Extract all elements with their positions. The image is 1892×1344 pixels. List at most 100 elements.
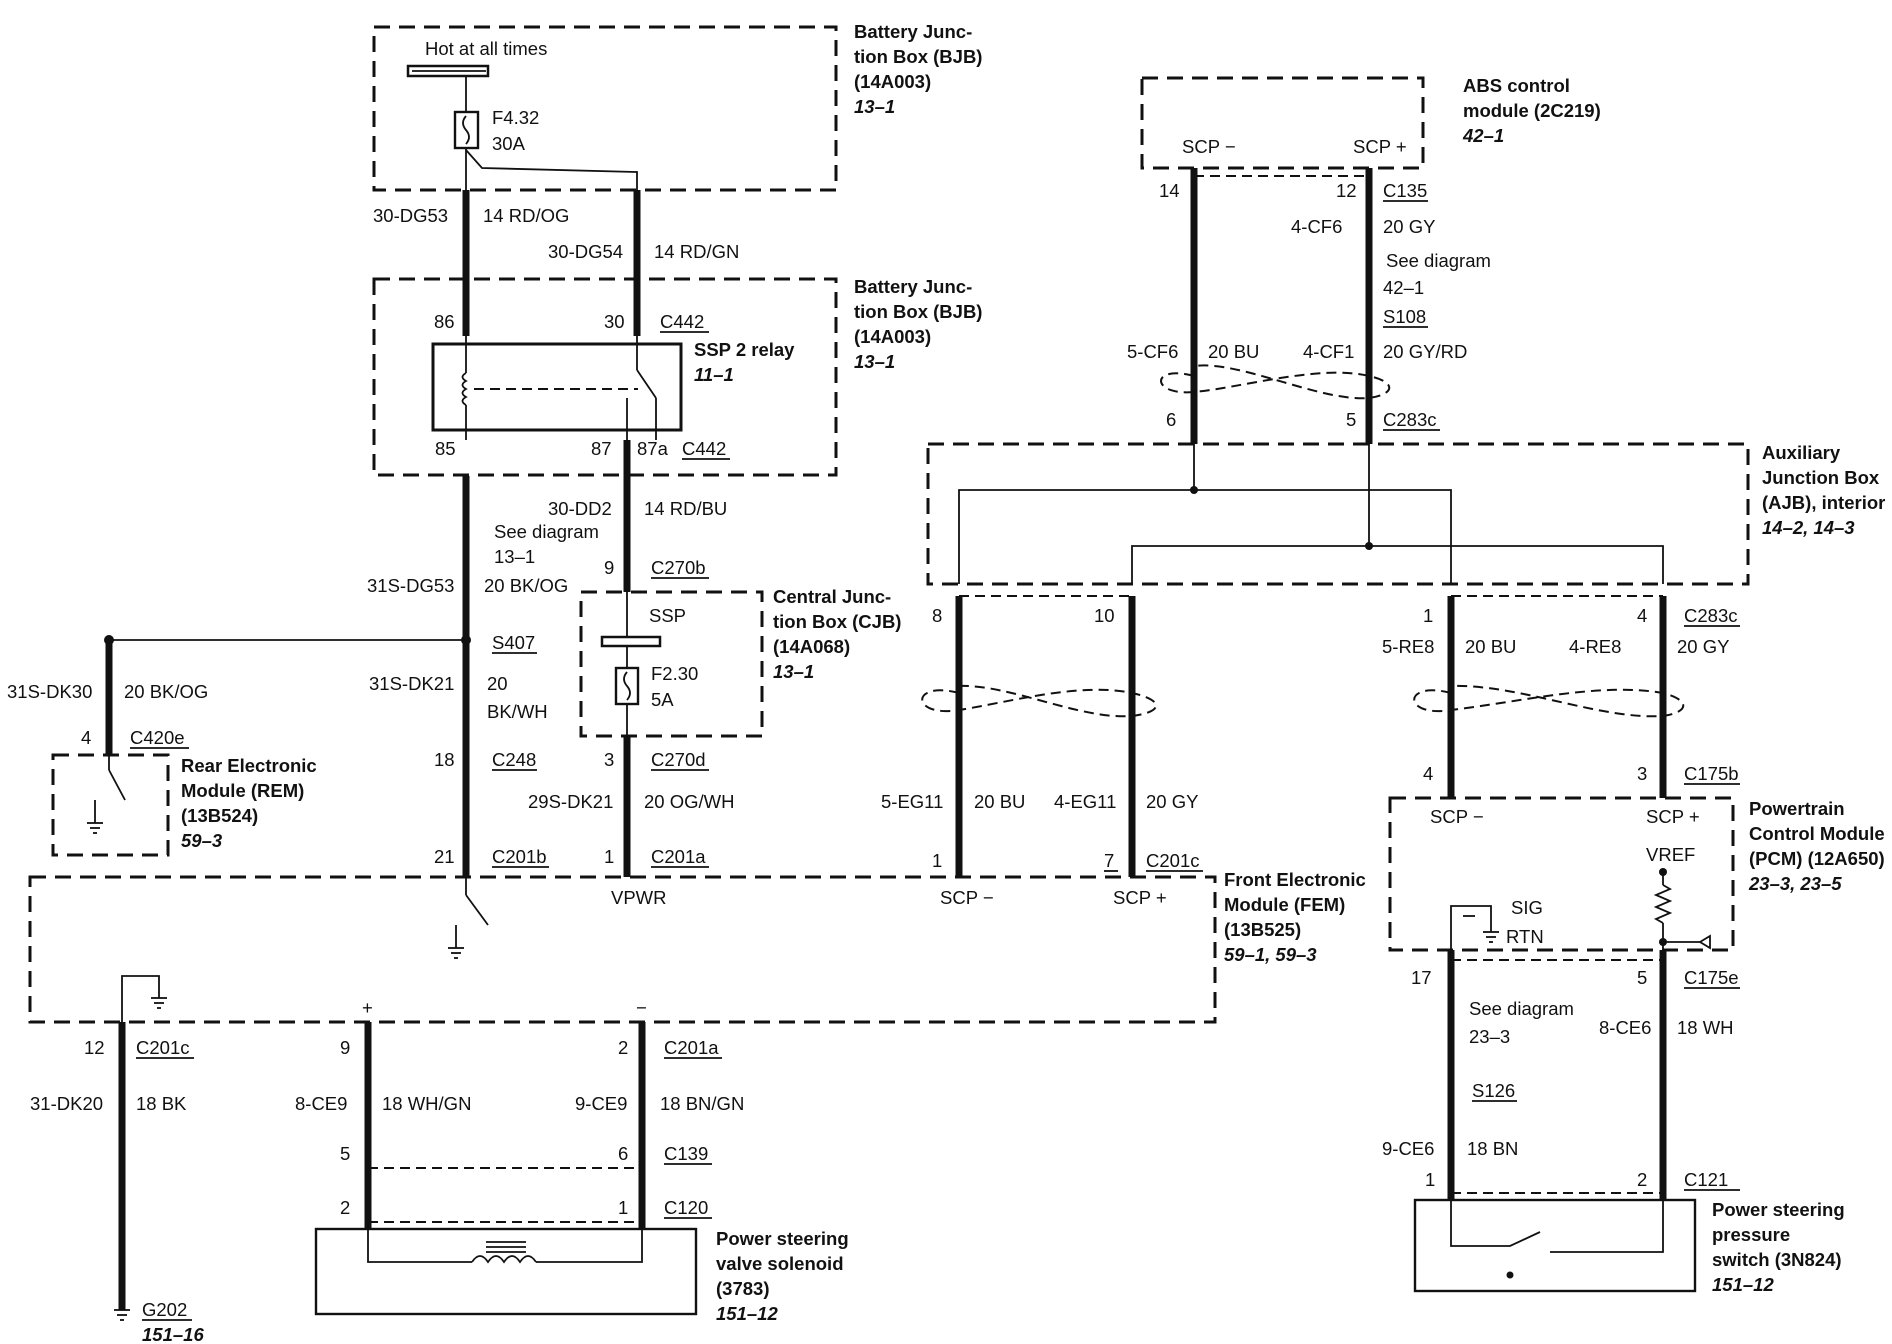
svg-text:C139: C139 <box>664 1143 708 1164</box>
svg-text:SCP +: SCP + <box>1113 887 1167 908</box>
svg-text:20 GY: 20 GY <box>1677 636 1729 657</box>
svg-text:14 RD/BU: 14 RD/BU <box>644 498 727 519</box>
svg-text:5: 5 <box>1637 967 1647 988</box>
svg-text:See diagram: See diagram <box>1469 998 1574 1019</box>
svg-text:3: 3 <box>1637 763 1647 784</box>
pcm-name-line: (PCM) (12A650) <box>1749 848 1885 869</box>
svg-text:9-CE6: 9-CE6 <box>1382 1138 1434 1159</box>
fem-box <box>28 875 1217 1024</box>
svg-text:1: 1 <box>618 1197 628 1218</box>
svg-text:20 BK/OG: 20 BK/OG <box>484 575 568 596</box>
fuse-f432-label: F4.32 <box>492 107 539 128</box>
svg-text:C283c: C283c <box>1684 605 1737 626</box>
svg-text:VREF: VREF <box>1646 844 1695 865</box>
svg-text:1: 1 <box>604 846 614 867</box>
svg-text:5: 5 <box>1346 409 1356 430</box>
svg-text:1: 1 <box>1423 605 1433 626</box>
svg-text:9: 9 <box>604 557 614 578</box>
abs-box <box>1140 76 1425 170</box>
svg-text:S108: S108 <box>1383 306 1426 327</box>
svg-text:RTN: RTN <box>1506 926 1544 947</box>
svg-text:4-CF1: 4-CF1 <box>1303 341 1354 362</box>
fem-name-line: (13B525) <box>1224 919 1301 940</box>
svg-text:12: 12 <box>1336 180 1357 201</box>
svg-text:9: 9 <box>340 1037 350 1058</box>
bjb-top-name-line: Battery Junc- <box>854 21 972 42</box>
svg-text:1: 1 <box>932 850 942 871</box>
svg-text:C201a: C201a <box>651 846 706 867</box>
svg-text:20 GY: 20 GY <box>1383 216 1435 237</box>
svg-text:18 BN: 18 BN <box>1467 1138 1518 1159</box>
svg-text:C175e: C175e <box>1684 967 1739 988</box>
svg-text:20 BU: 20 BU <box>1208 341 1259 362</box>
svg-text:C442: C442 <box>682 438 726 459</box>
svg-text:87a: 87a <box>637 438 669 459</box>
svg-text:C270b: C270b <box>651 557 706 578</box>
svg-text:C442: C442 <box>660 311 704 332</box>
svg-text:2: 2 <box>340 1197 350 1218</box>
svg-text:18 BN/GN: 18 BN/GN <box>660 1093 744 1114</box>
svg-text:7: 7 <box>1104 850 1114 871</box>
psp-name-line: pressure <box>1712 1224 1790 1245</box>
svg-text:C248: C248 <box>492 749 536 770</box>
fem-name-line: Front Electronic <box>1224 869 1366 890</box>
svg-text:C120: C120 <box>664 1197 708 1218</box>
svg-text:12: 12 <box>84 1037 105 1058</box>
svg-text:20 GY: 20 GY <box>1146 791 1198 812</box>
svg-text:5A: 5A <box>651 689 674 710</box>
svg-text:8-CE9: 8-CE9 <box>295 1093 347 1114</box>
psp-name-line: Power steering <box>1712 1199 1845 1220</box>
svg-text:SSP 2 relay: SSP 2 relay <box>694 339 795 360</box>
svg-text:31S-DG53: 31S-DG53 <box>367 575 454 596</box>
svg-text:85: 85 <box>435 438 456 459</box>
svg-text:23–3, 23–5: 23–3, 23–5 <box>1748 873 1842 894</box>
svg-text:4-RE8: 4-RE8 <box>1569 636 1621 657</box>
svg-text:14: 14 <box>1159 180 1180 201</box>
pcm-box <box>1388 796 1735 952</box>
svg-text:42–1: 42–1 <box>1383 277 1424 298</box>
rem-name-line: Rear Electronic <box>181 755 317 776</box>
svg-text:BK/WH: BK/WH <box>487 701 548 722</box>
svg-text:SCP −: SCP − <box>940 887 994 908</box>
svg-text:S126: S126 <box>1472 1080 1515 1101</box>
svg-text:F2.30: F2.30 <box>651 663 698 684</box>
svg-text:SSP: SSP <box>649 605 686 626</box>
ajb-name-line: (AJB), interior <box>1762 492 1885 513</box>
svg-text:18 BK: 18 BK <box>136 1093 187 1114</box>
ajb-name-line: Junction Box <box>1762 467 1880 488</box>
svg-text:C270d: C270d <box>651 749 706 770</box>
svg-text:9-CE9: 9-CE9 <box>575 1093 627 1114</box>
svg-text:See diagram: See diagram <box>494 521 599 542</box>
psv-name-line: Power steering <box>716 1228 849 1249</box>
cjb-name-line: tion Box (CJB) <box>773 611 901 632</box>
svg-text:59–1, 59–3: 59–1, 59–3 <box>1224 944 1317 965</box>
cjb-name-line: Central Junc- <box>773 586 891 607</box>
svg-text:31S-DK30: 31S-DK30 <box>7 681 92 702</box>
svg-text:29S-DK21: 29S-DK21 <box>528 791 613 812</box>
svg-text:30-DG54: 30-DG54 <box>548 241 623 262</box>
svg-text:C201a: C201a <box>664 1037 719 1058</box>
svg-text:SCP −: SCP − <box>1430 806 1484 827</box>
svg-text:13–1: 13–1 <box>773 661 814 682</box>
abs-name-line: module (2C219) <box>1463 100 1601 121</box>
svg-text:4: 4 <box>1423 763 1433 784</box>
svg-text:20 OG/WH: 20 OG/WH <box>644 791 734 812</box>
svg-text:21: 21 <box>434 846 455 867</box>
svg-text:13–1: 13–1 <box>494 546 535 567</box>
bjb-relay-name-line: (14A003) <box>854 326 931 347</box>
rem-name-line: Module (REM) <box>181 780 304 801</box>
psv-name-line: valve solenoid <box>716 1253 844 1274</box>
svg-text:8: 8 <box>932 605 942 626</box>
svg-text:151–12: 151–12 <box>1712 1274 1774 1295</box>
psv-name-line: (3783) <box>716 1278 769 1299</box>
svg-text:SCP −: SCP − <box>1182 136 1236 157</box>
svg-text:59–3: 59–3 <box>181 830 223 851</box>
rem-name-line: (13B524) <box>181 805 258 826</box>
fuse-f432-rating: 30A <box>492 133 526 154</box>
pcm-name-line: Control Module <box>1749 823 1885 844</box>
svg-text:C135: C135 <box>1383 180 1427 201</box>
svg-text:20 BU: 20 BU <box>1465 636 1516 657</box>
svg-text:87: 87 <box>591 438 612 459</box>
svg-text:2: 2 <box>1637 1169 1647 1190</box>
svg-text:VPWR: VPWR <box>611 887 667 908</box>
